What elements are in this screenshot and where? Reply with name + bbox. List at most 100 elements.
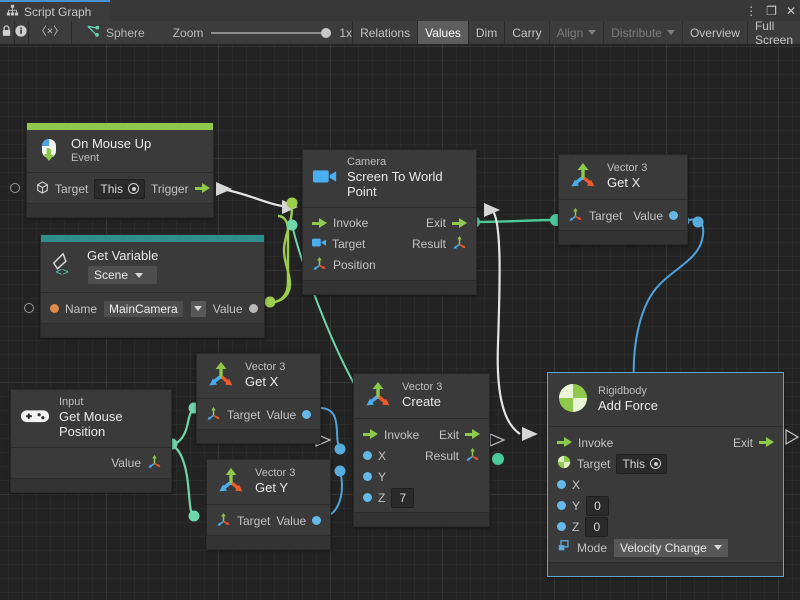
divider [27, 172, 213, 173]
port-dot-value[interactable] [669, 211, 678, 220]
node-camera-screen-to-world-point[interactable]: Camera Screen To World Point Invoke Exit [302, 149, 477, 295]
invoke-flow-arrow-icon[interactable] [312, 217, 327, 229]
exit-flow-arrow-icon[interactable] [759, 437, 774, 448]
node-subtitle: Get Variable [87, 248, 159, 263]
target-picker-icon[interactable] [128, 183, 140, 194]
node-ports: Invoke Exit X Result [354, 419, 489, 512]
trigger-flow-arrow-icon[interactable] [194, 183, 210, 194]
node-title-block: Vector 3 Get Y [255, 467, 295, 495]
node-footer [41, 323, 264, 338]
graph-toolbar: 〈×〉 Sphere Zoom [0, 18, 800, 47]
port-dot-value[interactable] [248, 304, 258, 314]
node-get-variable[interactable]: <> Get Variable Scene Name [24, 234, 265, 339]
node-ports: Target Value [207, 505, 330, 535]
port-dot-z[interactable] [557, 522, 566, 531]
port-dot-value[interactable] [302, 410, 312, 419]
node-vector3-get-x-top[interactable]: Vector 3 Get X Target [558, 154, 688, 245]
port-row-target: Target Result [303, 234, 476, 255]
toolbar-button-dim[interactable]: Dim [469, 21, 506, 44]
port-row-z: Z 0 [548, 516, 783, 537]
port-label-mode: Mode [577, 540, 608, 555]
port-name-input[interactable] [24, 303, 34, 313]
zoom-slider-knob[interactable] [321, 27, 332, 38]
script-graph-asset-icon [86, 25, 100, 41]
zoom-control[interactable]: Zoom 1x [145, 26, 352, 40]
port-dot-y[interactable] [557, 501, 566, 510]
rigidbody-icon [557, 382, 589, 417]
kebab-menu-icon[interactable]: ⋮ [745, 3, 758, 18]
port-row-y: Y 0 [548, 495, 783, 516]
port-row-target: Target This [548, 453, 783, 474]
node-vector3-get-x-mid[interactable]: Vector 3 Get X Target [196, 353, 321, 444]
exit-flow-arrow-icon[interactable] [452, 217, 467, 229]
z-value-field[interactable]: 7 [391, 487, 415, 508]
maximize-icon[interactable]: ❐ [766, 3, 777, 18]
node-footer [11, 477, 171, 492]
variable-name-dropdown[interactable] [189, 299, 207, 318]
toolbar-button-overview[interactable]: Overview [683, 21, 748, 44]
invoke-flow-arrow-icon[interactable] [363, 429, 378, 440]
z-value-field[interactable]: 0 [585, 516, 609, 537]
node-accent-bar [27, 123, 213, 130]
variable-scope-dropdown[interactable]: Scene [87, 265, 159, 286]
distribute-label: Distribute [611, 25, 662, 40]
lock-toggle-button[interactable] [0, 21, 15, 44]
toolbar-button-distribute[interactable]: Distribute [604, 21, 683, 44]
tab-label: Script Graph [24, 4, 92, 19]
node-header: <> Get Variable Scene [41, 242, 264, 292]
exit-flow-arrow-icon[interactable] [465, 429, 480, 440]
vector3-axis-icon [147, 454, 162, 472]
close-icon[interactable]: ✕ [785, 3, 796, 18]
y-value-field[interactable]: 0 [586, 495, 610, 516]
divider [548, 426, 783, 427]
node-subtitle: Camera [347, 156, 387, 168]
toolbar-button-relations[interactable]: Relations [353, 21, 419, 44]
toolbar-button-full-screen[interactable]: Full Screen [754, 18, 793, 47]
node-ports: Invoke Exit Target Result [303, 208, 476, 280]
node-ports: Name MainCamera Value [41, 293, 264, 323]
node-header: Input Get Mouse Position [11, 390, 171, 447]
port-dot-x[interactable] [557, 480, 566, 489]
port-row-invoke: Invoke Exit [548, 432, 783, 453]
node-input-get-mouse-position[interactable]: Input Get Mouse Position Value [10, 389, 172, 493]
invoke-flow-arrow-icon[interactable] [557, 437, 572, 448]
toolbar-button-values[interactable]: Values [418, 21, 469, 44]
divider [559, 199, 687, 200]
port-label-name: Name [65, 301, 98, 316]
port-dot-value[interactable] [312, 516, 322, 525]
graph-object-chip[interactable]: Sphere [72, 25, 145, 41]
node-title-block: Input Get Mouse Position [59, 396, 161, 440]
variable-name-field[interactable]: MainCamera [103, 299, 184, 318]
node-vector3-get-y-mid[interactable]: Vector 3 Get Y Target [206, 459, 331, 550]
node-title-block: Camera Screen To World Point [347, 156, 466, 200]
zoom-slider[interactable] [211, 27, 332, 39]
port-label-invoke: Invoke [333, 216, 369, 231]
port-label-y: Y [572, 498, 581, 513]
camera-icon [312, 166, 338, 189]
node-footer [197, 429, 320, 443]
info-button[interactable] [15, 21, 29, 44]
target-value-field[interactable]: This [94, 178, 146, 199]
code-view-button[interactable]: 〈×〉 [29, 21, 72, 44]
node-on-mouse-up[interactable]: On Mouse Up Event Target [10, 122, 214, 218]
node-header: Vector 3 Get X [559, 155, 687, 199]
tab-script-graph[interactable]: Script Graph [0, 0, 110, 21]
graph-canvas[interactable]: On Mouse Up Event Target [0, 44, 800, 600]
target-picker-icon[interactable] [650, 458, 662, 469]
force-mode-dropdown[interactable]: Velocity Change [613, 537, 729, 558]
port-dot-z[interactable] [363, 493, 372, 502]
port-dot-y[interactable] [363, 472, 372, 481]
node-accent-bar [41, 235, 264, 242]
port-label-result: Result [424, 448, 459, 463]
node-rigidbody-add-force[interactable]: Rigidbody Add Force Invoke Exit [547, 372, 784, 577]
node-vector3-create[interactable]: Vector 3 Create Invoke Exit [353, 373, 490, 527]
gameobject-icon [36, 180, 49, 197]
variable-scope-value: Scene [94, 268, 129, 283]
port-dot-name[interactable] [50, 304, 59, 314]
toolbar-button-carry[interactable]: Carry [505, 21, 550, 44]
target-value-field[interactable]: This [616, 453, 668, 474]
port-label-exit: Exit [438, 427, 459, 442]
port-dot-x[interactable] [363, 451, 372, 460]
toolbar-button-align[interactable]: Align [550, 21, 605, 44]
port-target-input[interactable] [10, 183, 20, 193]
